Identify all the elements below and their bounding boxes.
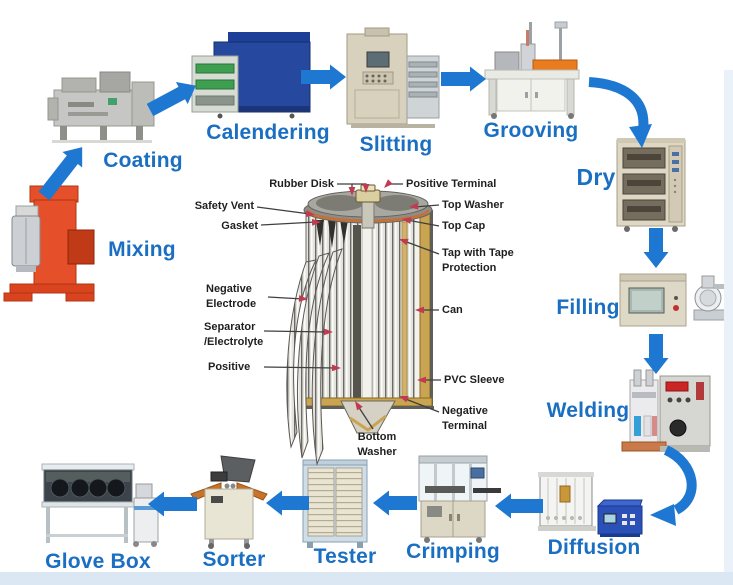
dry-oven-image xyxy=(616,138,686,232)
welding-machine-image xyxy=(621,369,711,452)
diffusion-machine-image xyxy=(538,472,643,537)
arrow-mixing-to-coating-icon xyxy=(38,147,83,201)
arrow-calendering-to-slitting-icon xyxy=(301,64,346,90)
sorter-machine-image xyxy=(190,455,268,549)
arrow-coating-to-calendering-icon xyxy=(146,82,196,117)
step-label-filling: Filling xyxy=(556,296,620,319)
step-label-sorter: Sorter xyxy=(202,548,266,571)
step-label-dry: Dry xyxy=(576,164,616,190)
callout-negative-electrode: Negative Electrode xyxy=(206,283,257,310)
callout-positive-terminal: Positive Terminal xyxy=(406,178,497,190)
process-flow-arrows xyxy=(38,64,697,526)
battery-cutaway-image xyxy=(286,184,434,466)
step-label-glove-box: Glove Box xyxy=(45,550,151,573)
callout-rubber-disk: Rubber Disk xyxy=(269,178,334,190)
tester-machine-image xyxy=(302,459,368,548)
callout-can: Can xyxy=(442,304,463,316)
step-label-calendering: Calendering xyxy=(206,121,330,144)
callout-pvc-sleeve: PVC Sleeve xyxy=(444,374,505,386)
callout-positive: Positive xyxy=(208,361,251,373)
arrow-grooving-to-dry-icon xyxy=(588,77,652,148)
arrow-sorter-to-glovebox-icon xyxy=(148,491,197,517)
callout-bottom-washer: Bottom Washer xyxy=(357,431,397,458)
step-label-coating: Coating xyxy=(103,149,183,172)
arrow-dry-to-filling-icon xyxy=(643,228,669,268)
step-label-crimping: Crimping xyxy=(406,540,500,563)
step-label-welding: Welding xyxy=(546,399,630,422)
step-label-slitting: Slitting xyxy=(359,133,433,156)
arrow-crimping-to-tester-icon xyxy=(373,490,417,516)
step-label-grooving: Grooving xyxy=(483,119,579,142)
grooving-machine-image xyxy=(484,21,580,119)
callout-safety-vent: Safety Vent xyxy=(194,200,254,212)
callout-negative-terminal: Negative Terminal xyxy=(442,405,488,432)
bottom-border-strip xyxy=(0,572,733,585)
step-label-tester: Tester xyxy=(313,545,377,568)
mixing-machine-image xyxy=(3,185,95,302)
arrow-diffusion-to-crimping-icon xyxy=(495,493,543,519)
calendering-machine-image xyxy=(191,32,311,119)
right-margin-strip xyxy=(724,70,733,572)
callout-tap-with-tape-protection: Tap with Tape Protection xyxy=(442,247,514,274)
crimping-machine-image xyxy=(418,455,501,543)
step-label-diffusion: Diffusion xyxy=(547,536,641,559)
callout-top-cap: Top Cap xyxy=(442,220,486,232)
coating-machine-image xyxy=(47,71,155,143)
filling-machine-image xyxy=(619,273,729,327)
callout-gasket: Gasket xyxy=(221,220,258,232)
step-label-mixing: Mixing xyxy=(108,238,176,261)
arrow-filling-to-welding-icon xyxy=(643,334,669,374)
glove-box-machine-image xyxy=(41,463,159,547)
arrow-tester-to-sorter-icon xyxy=(266,490,309,516)
callout-top-washer: Top Washer xyxy=(442,199,504,211)
callout-arrowheads xyxy=(298,179,426,411)
arrow-slitting-to-grooving-icon xyxy=(441,66,486,92)
slitting-machine-image xyxy=(346,27,440,128)
arrow-welding-to-diffusion-icon xyxy=(650,445,697,526)
callout-separator-electrolyte: Separator /Electrolyte xyxy=(204,321,264,348)
